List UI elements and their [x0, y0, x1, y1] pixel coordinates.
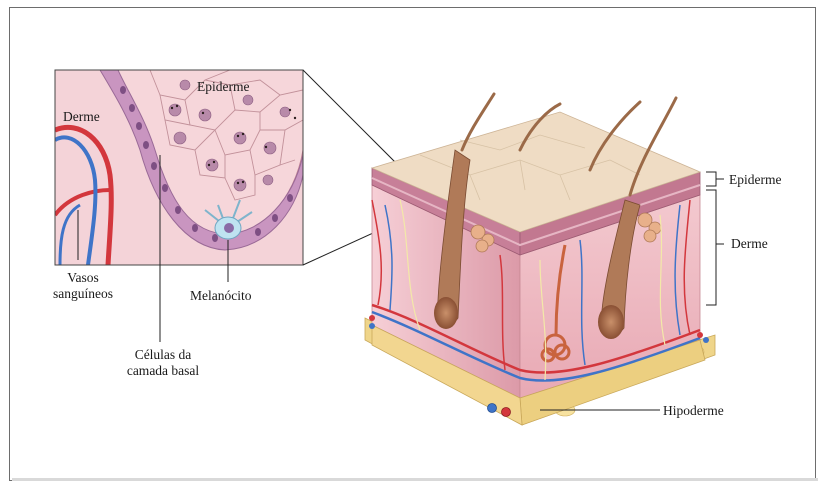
melanocito-label: Melanócito	[190, 288, 251, 304]
celulas-label: Células da camada basal	[118, 347, 208, 379]
derme-bracket	[706, 190, 716, 305]
hipoderme-label: Hipoderme	[663, 403, 724, 419]
celulas-label-line2: camada basal	[118, 363, 208, 379]
vasos-label: Vasos sanguíneos	[38, 270, 128, 302]
epiderme-label: Epiderme	[729, 172, 781, 188]
skin-block	[365, 94, 715, 425]
vasos-label-line1: Vasos	[38, 270, 128, 286]
celulas-label-line1: Células da	[118, 347, 208, 363]
inset-derme-label: Derme	[63, 109, 100, 125]
inset-panel	[55, 70, 303, 265]
vasos-label-line2: sanguíneos	[38, 286, 128, 302]
epiderme-bracket	[706, 172, 716, 186]
inset-epiderme-label: Epiderme	[197, 79, 249, 95]
derme-label: Derme	[731, 236, 768, 252]
